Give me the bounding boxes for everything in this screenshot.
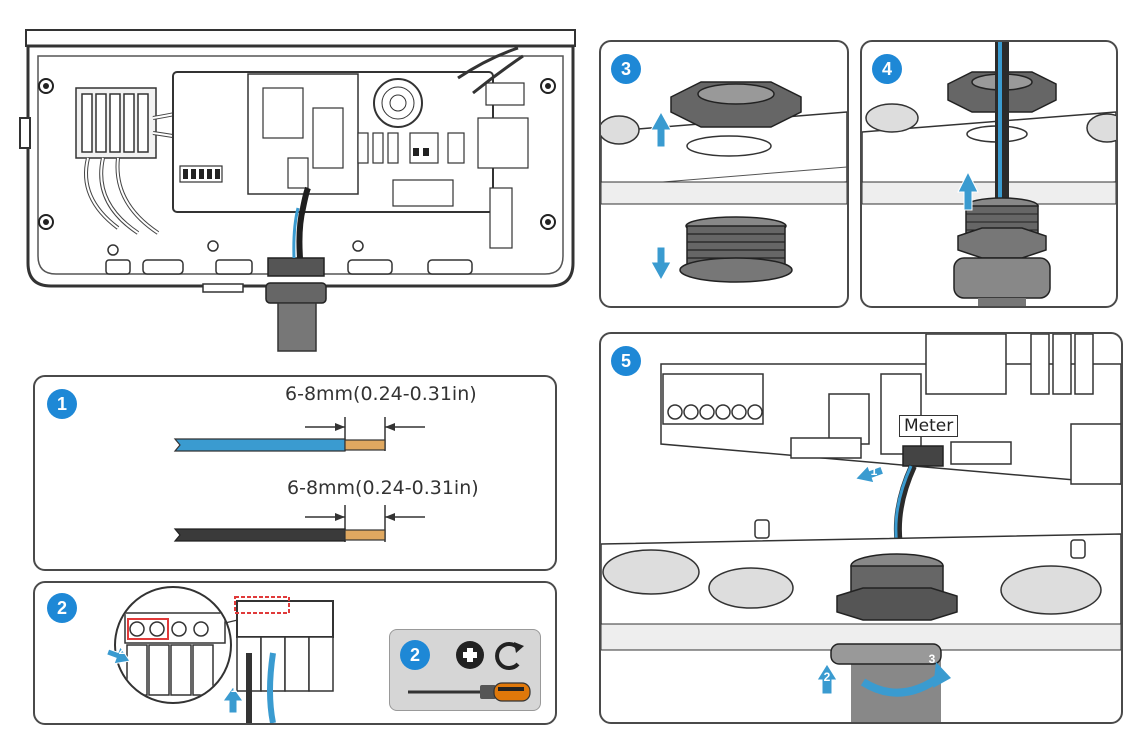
step-1-panel: 1 6-8mm(0.24-0.31in) 6-8mm(0.24-0.31in) <box>33 375 557 571</box>
rotate-clockwise-icon <box>495 642 524 670</box>
inverter-overview-drawing <box>19 29 576 352</box>
tool-icons <box>408 641 531 702</box>
step-4-badge: 4 <box>872 54 902 84</box>
wire-strip-drawing <box>173 417 425 542</box>
step-5-badge: 5 <box>611 346 641 376</box>
step-2-badge: 2 <box>47 593 77 623</box>
tool-requirement-box: 2 <box>389 629 541 711</box>
meter-port-label: Meter <box>899 415 959 437</box>
step-3-badge: 3 <box>611 54 641 84</box>
screwdriver-icon <box>408 682 531 702</box>
meter-connection-drawing <box>601 334 1121 722</box>
step-5-sub-2-label: 2 <box>823 670 831 684</box>
strip-length-label-bottom: 6-8mm(0.24-0.31in) <box>287 477 479 499</box>
inverter-overview <box>18 28 583 358</box>
strip-length-label-top: 6-8mm(0.24-0.31in) <box>285 383 477 405</box>
phillips-icon <box>456 641 484 669</box>
thread-cable-drawing <box>862 42 1116 306</box>
step-2-sub-1-label: 1 <box>230 681 238 695</box>
step-4-panel: 4 <box>860 40 1118 308</box>
step-5-sub-3-label: 3 <box>928 652 936 666</box>
tool-step-badge: 2 <box>400 640 430 670</box>
step-2-sub-2-label: 2 <box>118 643 126 657</box>
remove-nut-plug-drawing <box>601 81 847 283</box>
step-1-badge: 1 <box>47 389 77 419</box>
connector-insert-drawing <box>106 586 334 723</box>
step-5-panel: 5 <box>599 332 1123 724</box>
step-3-panel: 3 <box>599 40 849 308</box>
step-5-sub-1-label: 1 <box>870 464 878 478</box>
